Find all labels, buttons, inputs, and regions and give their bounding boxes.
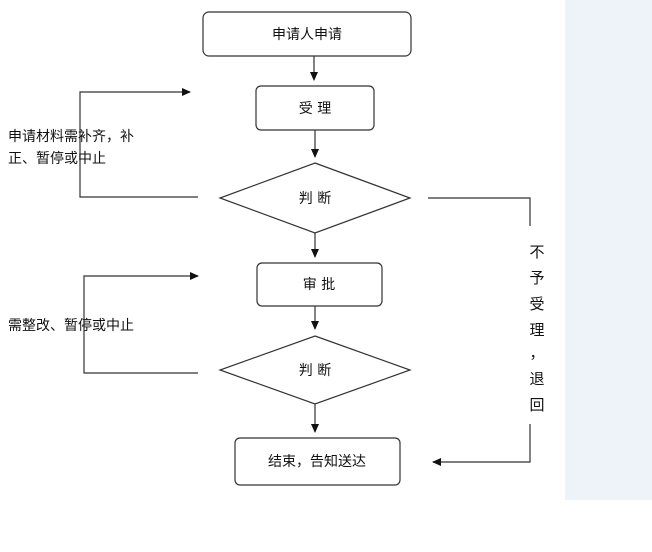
reject-note-char: 受 — [529, 295, 544, 313]
reject-note-char: 不 — [529, 243, 544, 261]
node-end-box — [234, 437, 401, 486]
node-approve-label: 审 批 — [303, 277, 335, 293]
node-apply-label: 申请人申请 — [272, 27, 342, 43]
reject-note-char: 理 — [529, 321, 544, 339]
reject-note-vertical: 不 予 受 理 ， 退 回 — [529, 243, 544, 414]
side-note-supplement-line2: 正、暂停或中止 — [8, 150, 106, 167]
reject-branch-bottom — [432, 424, 531, 466]
right-side-panel — [565, 0, 652, 500]
loop-judge1-to-accept — [79, 88, 198, 198]
node-end-label: 结束，告知送达 — [268, 453, 366, 470]
loop-judge2-to-approve — [83, 272, 199, 374]
node-judge1-label: 判 断 — [299, 191, 331, 207]
node-judge2-label: 判 断 — [299, 363, 331, 379]
side-note-rectify: 需整改、暂停或中止 — [8, 317, 134, 334]
reject-note-char: 回 — [529, 396, 544, 414]
reject-note-char: ， — [529, 344, 544, 362]
node-accept-label: 受 理 — [299, 101, 331, 117]
node-apply-box — [202, 11, 412, 57]
reject-branch-top — [428, 197, 531, 226]
node-approve-box — [256, 262, 383, 307]
reject-note-char: 退 — [529, 370, 544, 388]
reject-note-char: 予 — [529, 269, 544, 287]
side-note-supplement-line1: 申请材料需补齐，补 — [8, 129, 134, 145]
